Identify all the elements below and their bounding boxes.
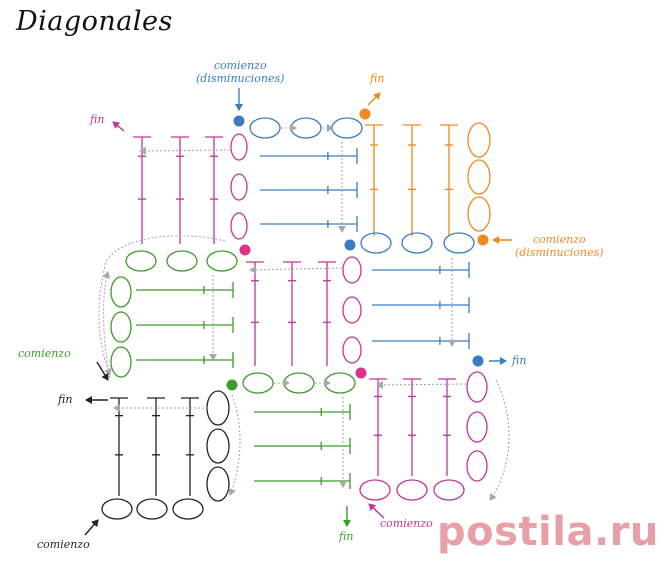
dot-blue-3 — [472, 355, 484, 367]
chain-magenta-br-3 — [466, 450, 488, 482]
arrow-fin-orange — [367, 92, 381, 106]
chain-blue-top-2 — [290, 117, 322, 139]
dot-blue-2 — [344, 239, 356, 251]
chain-black-bot-3 — [172, 498, 204, 520]
label-comienzo-magenta: comienzo — [380, 517, 433, 530]
label-comienzo-green: comienzo — [18, 347, 71, 360]
arrow-dotted-magenta-c — [249, 265, 343, 274]
chain-magenta-2 — [230, 173, 248, 201]
chain-blue-top-1 — [249, 117, 281, 139]
chain-blue-mid-2 — [401, 232, 433, 254]
watermark-text: postila.ru — [437, 509, 659, 555]
chain-green-left-2 — [110, 311, 132, 343]
arrow-dotted-magenta — [139, 146, 231, 155]
chain-green-top-3 — [206, 250, 238, 272]
label-comienzo-black: comienzo — [37, 538, 90, 551]
chain-blue-top-3 — [331, 117, 363, 139]
arrow-curve-bottom — [228, 394, 241, 496]
chain-green-left-1 — [110, 276, 132, 308]
label-fin-black: fin — [58, 393, 73, 406]
chain-orange-3 — [467, 196, 491, 232]
chain-green-top-2 — [166, 250, 198, 272]
dot-blue-start — [233, 115, 245, 127]
chain-magenta-c3 — [342, 336, 362, 364]
label-comienzo-blue: comienzo (disminuciones) — [196, 59, 285, 85]
chain-magenta-bb-2 — [396, 479, 428, 501]
chain-green-top-1 — [125, 250, 157, 272]
arrow-curve-right — [489, 379, 510, 501]
dot-orange — [359, 108, 371, 120]
chain-black-3 — [206, 466, 230, 502]
chain-magenta-3 — [230, 212, 248, 240]
arrow-fin-magenta — [112, 121, 125, 132]
chain-blue-mid-3 — [443, 232, 475, 254]
chain-magenta-br-1 — [466, 371, 488, 403]
arrow-curve-left-b — [102, 271, 111, 379]
chain-orange-1 — [467, 122, 491, 158]
arrow-comienzo-black — [84, 519, 99, 536]
chain-magenta-bb-1 — [359, 479, 391, 501]
dot-green — [226, 379, 238, 391]
arrow-dotted-magenta-br — [376, 380, 467, 389]
arrow-comienzo-magenta — [368, 503, 385, 519]
chain-magenta-bb-3 — [433, 479, 465, 501]
chain-green-bot-2 — [283, 372, 315, 394]
chain-black-bot-1 — [101, 498, 133, 520]
chain-magenta-br-2 — [466, 411, 488, 443]
diagram-title: Diagonales — [16, 6, 173, 37]
chain-black-2 — [206, 428, 230, 464]
chain-black-bot-2 — [136, 498, 168, 520]
chain-magenta-c1 — [342, 256, 362, 284]
chain-black-1 — [206, 390, 230, 426]
arrow-curve-left — [98, 235, 226, 376]
label-fin-blue: fin — [512, 354, 527, 367]
dot-magenta-1 — [239, 244, 251, 256]
chain-magenta-c2 — [342, 296, 362, 324]
label-comienzo-orange: comienzo (disminuciones) — [515, 233, 604, 259]
chain-blue-mid-1 — [360, 232, 392, 254]
dot-magenta-2 — [355, 367, 367, 379]
chain-green-bot-3 — [324, 372, 356, 394]
chain-magenta-1 — [230, 133, 248, 161]
label-fin-orange: fin — [370, 72, 385, 85]
dot-orange-start — [477, 234, 489, 246]
arrow-comienzo-green — [96, 361, 109, 381]
chain-orange-2 — [467, 159, 491, 195]
label-fin-green: fin — [339, 530, 354, 543]
label-fin-magenta: fin — [90, 113, 105, 126]
chain-green-bot-1 — [242, 372, 274, 394]
chain-green-left-3 — [110, 346, 132, 378]
